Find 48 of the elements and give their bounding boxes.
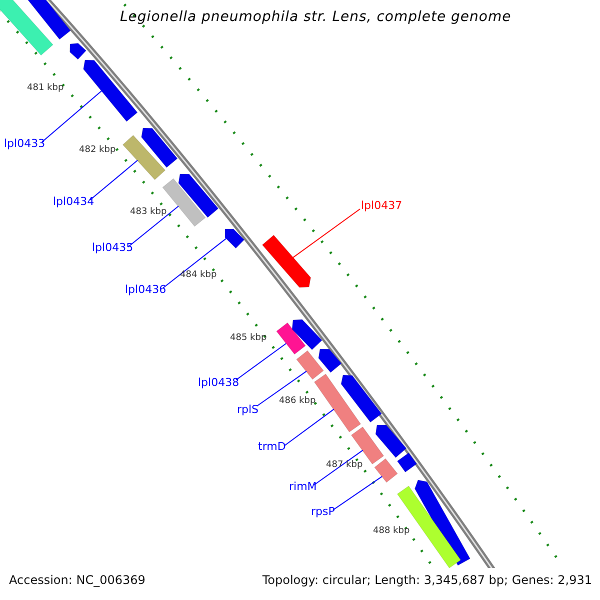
gene-bar bbox=[83, 60, 138, 122]
scale-label: 486 kbp bbox=[279, 397, 316, 406]
gene-label: lpl0433 bbox=[4, 138, 46, 149]
gene-bar bbox=[122, 135, 166, 180]
gene-bar bbox=[0, 0, 54, 56]
scale-label: 487 kbp bbox=[326, 461, 363, 470]
gene-bar bbox=[314, 374, 361, 432]
gene-bar bbox=[276, 322, 306, 355]
gene-bar bbox=[340, 374, 382, 423]
gene-label: lpl0434 bbox=[53, 196, 94, 207]
gene-bar bbox=[70, 42, 86, 60]
gene-bar bbox=[262, 234, 311, 288]
leader-line bbox=[42, 90, 102, 142]
gene-label: rimM bbox=[289, 481, 317, 492]
scale-label: 483 kbp bbox=[130, 208, 167, 217]
scale-label: 484 kbp bbox=[180, 271, 217, 280]
info-text: Topology: circular; Length: 3,345,687 bp; Genes: 2,931 bbox=[262, 574, 592, 586]
leader-line bbox=[90, 160, 138, 200]
leader-line bbox=[314, 450, 364, 486]
leader-line bbox=[162, 238, 227, 288]
info-text: Accession: NC_006369 bbox=[9, 574, 146, 586]
gene-bar bbox=[318, 348, 342, 373]
scale-label: 488 kbp bbox=[373, 527, 410, 536]
gene-bar bbox=[296, 350, 324, 380]
gene-bar bbox=[141, 128, 178, 168]
scale-label: 485 kbp bbox=[230, 334, 267, 343]
leader-line bbox=[236, 343, 287, 380]
leader-line bbox=[284, 408, 334, 446]
scale-label: 481 kbp bbox=[27, 84, 64, 93]
gene-label: lpl0436 bbox=[125, 284, 166, 295]
leader-line bbox=[256, 370, 307, 406]
gene-bar bbox=[375, 424, 407, 458]
gene-label: lpl0438 bbox=[198, 377, 240, 388]
gene-label: lpl0435 bbox=[92, 242, 134, 253]
gene-label: trmD bbox=[258, 441, 286, 452]
gene-bar bbox=[224, 228, 244, 248]
gene-label: lpl0437 bbox=[361, 200, 402, 211]
gene-bar bbox=[292, 319, 322, 350]
leader-line bbox=[128, 206, 179, 248]
gene-label: rplS bbox=[237, 404, 259, 415]
gene-bar bbox=[374, 458, 398, 483]
gene-bar bbox=[178, 174, 219, 218]
title: Legionella pneumophila str. Lens, complete genome bbox=[120, 10, 512, 24]
leader-line bbox=[292, 208, 360, 258]
leader-line bbox=[332, 476, 383, 510]
gene-label: rpsP bbox=[311, 506, 335, 517]
gene-bar bbox=[397, 452, 417, 472]
scale-label: 482 kbp bbox=[79, 146, 116, 155]
